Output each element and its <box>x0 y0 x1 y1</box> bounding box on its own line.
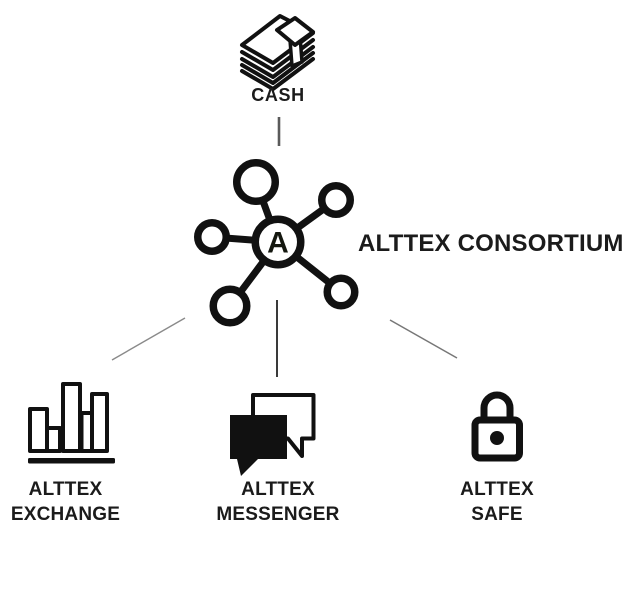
messenger-label-line2: MESSENGER <box>216 504 340 525</box>
hub-node-bottom-right <box>323 274 359 310</box>
cash-stack-icon <box>240 14 315 91</box>
chat-bubbles-icon <box>230 393 316 476</box>
padlock-keyhole <box>490 431 504 445</box>
safe-label-line1: ALTTEX <box>460 479 534 500</box>
connector-hub-to-safe <box>389 319 458 359</box>
safe-label-line2: SAFE <box>471 504 523 525</box>
hub-node-top-right <box>318 182 354 218</box>
hub-center-letter: A <box>267 227 289 260</box>
safe-label: ALTTEX SAFE <box>437 477 557 527</box>
network-hub-icon: A <box>194 159 359 327</box>
hub-node-left <box>194 219 230 255</box>
hub-center-circle <box>251 215 305 269</box>
exchange-label-line2: EXCHANGE <box>10 504 121 525</box>
consortium-title: ALTTEX CONSORTIUM <box>358 230 624 257</box>
cash-label: CASH <box>251 85 305 105</box>
hub-node-top-left <box>233 159 279 205</box>
messenger-label-line1: ALTTEX <box>241 479 315 500</box>
hub-node-bottom-left <box>209 285 251 327</box>
messenger-label: ALTTEX MESSENGER <box>203 477 353 527</box>
chat-bubble-filled <box>230 415 287 476</box>
padlock-icon <box>471 391 523 462</box>
bar-chart-icon <box>28 382 115 464</box>
connector-hub-to-exchange <box>111 317 186 361</box>
exchange-label-line1: ALTTEX <box>28 479 103 500</box>
bar-chart-baseline <box>28 458 115 464</box>
exchange-label: ALTTEX EXCHANGE <box>3 477 128 527</box>
padlock-shackle <box>480 391 514 419</box>
